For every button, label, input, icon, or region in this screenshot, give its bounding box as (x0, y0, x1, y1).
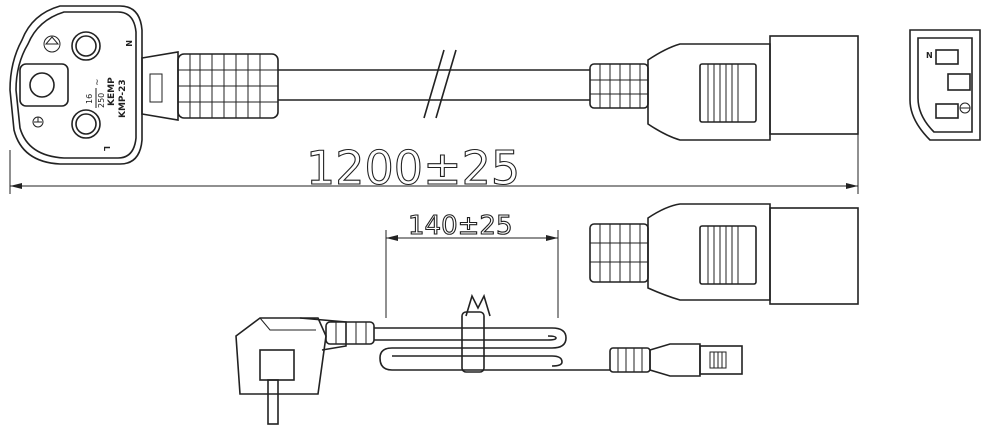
strip-length-dimension: 140±25 (385, 210, 559, 318)
schuko-plug-face: N L 16 250 ~ KEMP KMP-23 (9, 5, 143, 165)
plug-strain-relief (141, 51, 279, 121)
strip-length-label: 140±25 (408, 211, 513, 241)
cable-coil-bottom (374, 293, 610, 373)
overall-length-label: 1200±25 (306, 141, 520, 195)
plug-ac-symbol: ~ (93, 78, 103, 86)
cable-top (278, 49, 590, 119)
angled-schuko-plug (235, 317, 375, 425)
plug-rating-current: 16 (85, 94, 94, 104)
c13-connector-bottom (589, 203, 859, 305)
overall-length-dimension: 1200±25 (9, 134, 859, 196)
socket-pin-n-label: N (926, 51, 933, 60)
plug-model: KMP-23 (118, 79, 128, 118)
plug-pin-l-label: L (102, 146, 111, 151)
c13-connector-top (589, 35, 859, 141)
c13-socket-face: N (909, 29, 981, 141)
c13-connector-small (609, 343, 743, 377)
plug-pin-n-label: N (124, 40, 133, 47)
plug-rating-voltage: 250 (97, 93, 106, 108)
plug-brand: KEMP (107, 77, 117, 106)
